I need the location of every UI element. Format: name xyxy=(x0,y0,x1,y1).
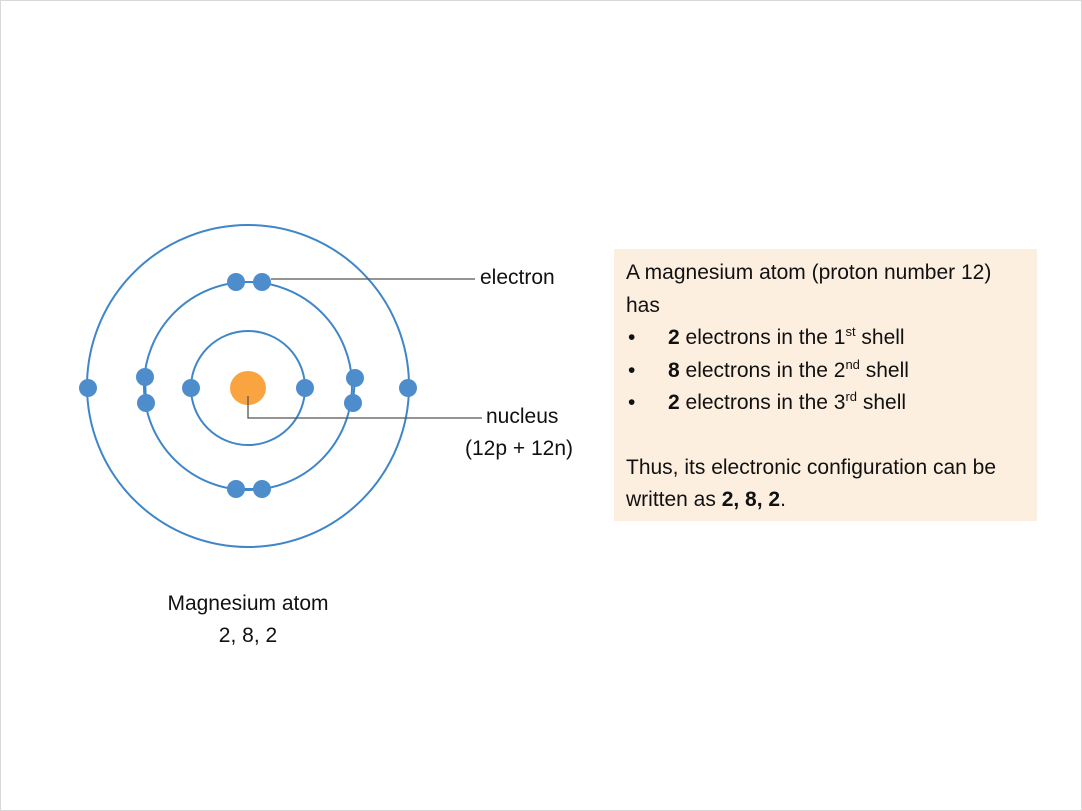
nucleus-label: nucleus xyxy=(486,405,559,428)
electron xyxy=(227,273,245,291)
electron-label: electron xyxy=(480,266,555,289)
caption-config: 2, 8, 2 xyxy=(218,624,278,647)
nucleus-detail-label: (12p + 12n) xyxy=(465,437,573,460)
info-conclusion: Thus, its electronic configuration can b… xyxy=(626,455,997,512)
caption-title: Magnesium atom xyxy=(167,592,329,615)
info-intro: A magnesium atom (proton number 12) has xyxy=(626,261,992,317)
electron xyxy=(346,369,364,387)
electron xyxy=(344,394,362,412)
nucleus-leader-line xyxy=(247,396,482,419)
info-box: A magnesium atom (proton number 12) has … xyxy=(614,249,1037,521)
electron xyxy=(296,379,314,397)
electron xyxy=(136,368,154,386)
electron xyxy=(253,273,271,291)
nucleus xyxy=(230,371,266,405)
electron xyxy=(182,379,200,397)
electron xyxy=(79,379,97,397)
bullet-item: •2 electrons in the 3rd shell xyxy=(628,389,907,414)
electron xyxy=(227,480,245,498)
electron xyxy=(399,379,417,397)
bullet-item: •8 electrons in the 2nd shell xyxy=(628,356,909,382)
electron xyxy=(253,480,271,498)
bullet-item: •2 electrons in the 1st shell xyxy=(628,324,905,349)
electron xyxy=(137,394,155,412)
